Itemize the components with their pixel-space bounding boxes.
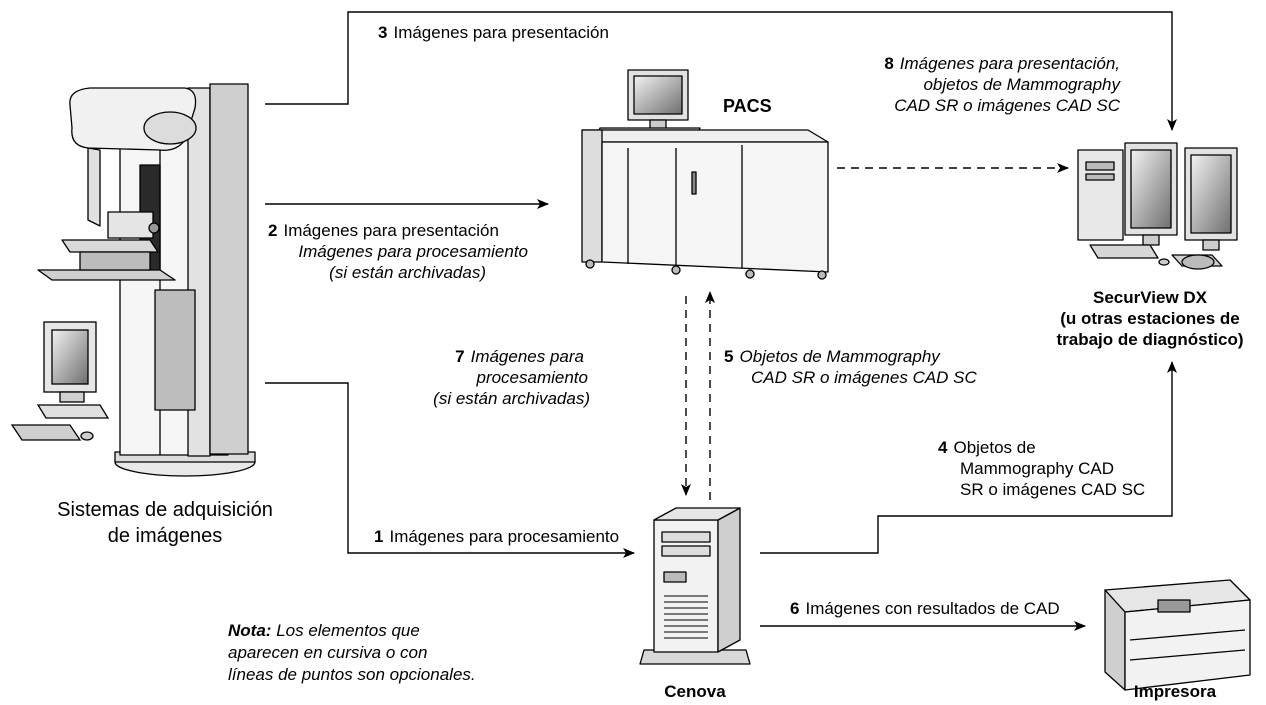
flow-8-number: 8 <box>884 54 894 73</box>
acquisition-systems-label: Sistemas de adquisición de imágenes <box>40 497 290 549</box>
flow-1-line <box>265 382 635 558</box>
note-text1: Los elementos que <box>276 621 420 640</box>
acquisition-line2: de imágenes <box>107 525 223 547</box>
flow-1-text: Imágenes para procesamiento <box>389 527 620 546</box>
flow-6-label: 6 Imágenes con resultados de CAD <box>790 598 1060 619</box>
flow-4-text3: SR o imágenes CAD SC <box>960 480 1146 499</box>
flow-7-text3: (si están archivadas) <box>433 389 590 408</box>
flow-7-text2: procesamiento <box>476 368 588 387</box>
optional-items-note: Nota: Los elementos que aparecen en curs… <box>228 620 476 686</box>
flow-3-text: Imágenes para presentación <box>393 23 609 42</box>
connector-lines <box>265 11 1177 631</box>
securview-line2: (u otras estaciones de <box>1060 309 1240 328</box>
pacs-server-illustration <box>581 69 829 280</box>
flow-8-text1: Imágenes para presentación, <box>899 54 1120 73</box>
securview-line1: SecurView DX <box>1092 288 1208 307</box>
flow-8-label: 8 Imágenes para presentación, objetos de … <box>830 53 1120 116</box>
flow-4-text1: Objetos de <box>953 438 1036 457</box>
printer-label: Impresora <box>1133 682 1217 701</box>
flow-7-label: 7 Imágenes para procesamiento (si están a… <box>400 346 590 409</box>
securview-line3: trabajo de diagnóstico) <box>1056 330 1244 349</box>
flow-3-number: 3 <box>378 23 388 42</box>
flow-5-number: 5 <box>724 347 734 366</box>
securview-workstation-illustration <box>1077 142 1238 270</box>
flow-5-label: 5 Objetos de Mammography CAD SR o imágene… <box>724 346 977 388</box>
cenova-server-illustration <box>639 507 751 665</box>
flow-5-text2: CAD SR o imágenes CAD SC <box>751 368 977 387</box>
acquisition-workstation-illustration <box>10 321 110 441</box>
flow-1-number: 1 <box>374 527 384 546</box>
flow-2-label: 2 Imágenes para presentación Imágenes par… <box>268 220 528 283</box>
printer-illustration <box>1104 579 1251 691</box>
flow-7-text1: Imágenes para <box>470 347 584 366</box>
flow-4-number: 4 <box>938 438 948 457</box>
cenova-label: Cenova <box>664 682 726 701</box>
flow-8-text3: CAD SR o imágenes CAD SC <box>894 96 1120 115</box>
dashed-connector-lines <box>681 163 1069 500</box>
flow-6-number: 6 <box>790 599 800 618</box>
flow-2-text2: Imágenes para procesamiento <box>298 242 528 261</box>
flow-4-label: 4 Objetos de Mammography CAD SR o imágene… <box>938 437 1145 500</box>
acquisition-line1: Sistemas de adquisición <box>57 499 273 521</box>
mammography-unit-illustration <box>37 83 256 477</box>
flow-3-label: 3 Imágenes para presentación <box>378 22 609 43</box>
flow-6-text: Imágenes con resultados de CAD <box>805 599 1060 618</box>
flow-2-number: 2 <box>268 221 278 240</box>
flow-4-text2: Mammography CAD <box>960 459 1114 478</box>
flow-3-line <box>265 11 1177 131</box>
note-text2: aparecen en cursiva o con <box>228 643 428 662</box>
flow-5-text1: Objetos de Mammography <box>739 347 940 366</box>
flow-1-label: 1 Imágenes para procesamiento <box>374 526 619 547</box>
flow-4-line <box>760 361 1177 554</box>
note-text3: líneas de puntos son opcionales. <box>228 665 476 684</box>
pacs-label: PACS <box>723 96 772 116</box>
securview-label: SecurView DX (u otras estaciones de trab… <box>1045 287 1255 350</box>
flow-8-text2: objetos de Mammography <box>923 75 1120 94</box>
flow-2-text3: (si están archivadas) <box>329 263 486 282</box>
flow-7-number: 7 <box>455 347 465 366</box>
note-bold-label: Nota: <box>228 621 272 640</box>
flow-2-text1: Imágenes para presentación <box>283 221 499 240</box>
